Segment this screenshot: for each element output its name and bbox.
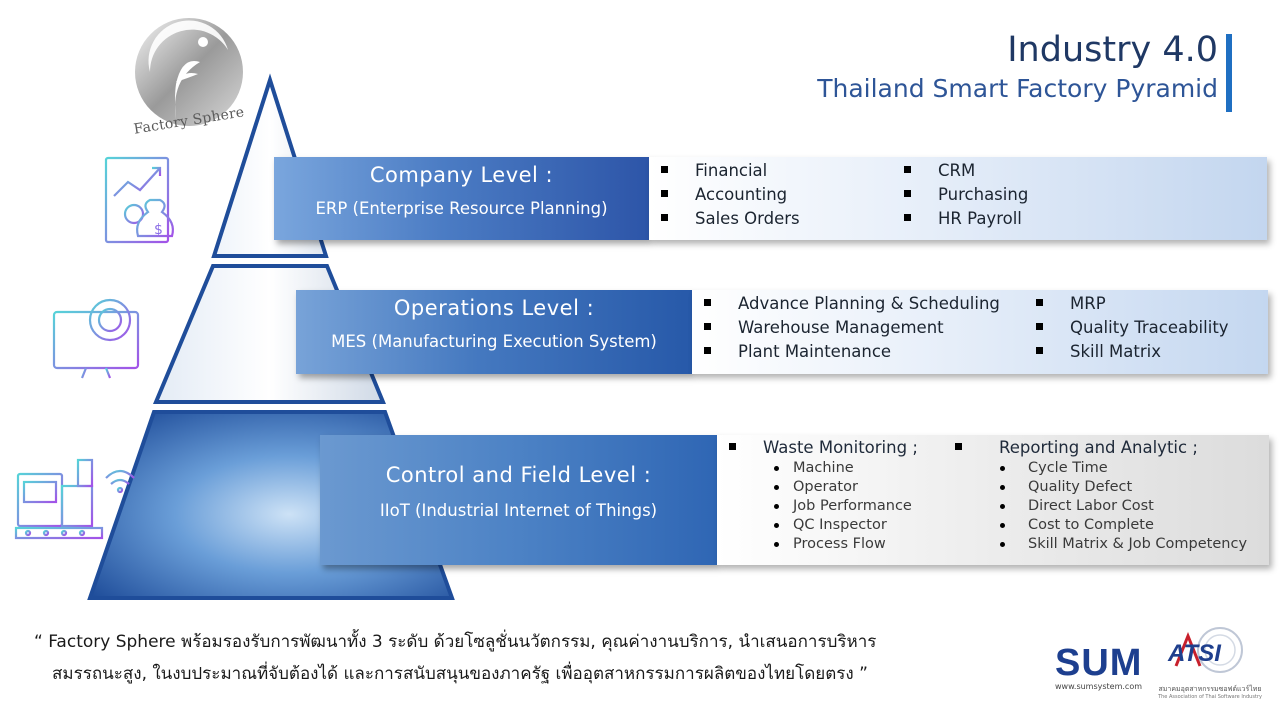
operations-level-box: Operations Level : MES (Manufacturing Ex… bbox=[296, 290, 692, 374]
list-item: Financial bbox=[649, 159, 800, 183]
list-item: Machine bbox=[717, 459, 918, 478]
list-item: Skill Matrix & Job Competency bbox=[943, 535, 1247, 554]
group-heading: Waste Monitoring ; bbox=[717, 437, 918, 459]
company-level-box: Company Level : ERP (Enterprise Resource… bbox=[274, 157, 649, 240]
list-item: Quality Traceability bbox=[1024, 316, 1229, 340]
group-heading: Reporting and Analytic ; bbox=[943, 437, 1247, 459]
title-accent-bar bbox=[1226, 34, 1232, 112]
page-subtitle: Thailand Smart Factory Pyramid bbox=[817, 74, 1218, 103]
factory-sphere-logo-mark bbox=[135, 18, 243, 126]
company-items-left: Financial Accounting Sales Orders bbox=[649, 159, 800, 231]
finance-chart-money-icon: $ bbox=[104, 156, 174, 244]
level-system: ERP (Enterprise Resource Planning) bbox=[274, 199, 649, 218]
sum-logo: SUM www.sumsystem.com bbox=[1055, 644, 1142, 691]
list-item: Skill Matrix bbox=[1024, 340, 1229, 364]
list-item: HR Payroll bbox=[892, 207, 1028, 231]
list-item: Cycle Time bbox=[943, 459, 1247, 478]
factory-machine-wifi-icon bbox=[14, 458, 135, 540]
list-item: Accounting bbox=[649, 183, 800, 207]
atsi-logo-mark bbox=[1174, 627, 1243, 673]
list-item: Sales Orders bbox=[649, 207, 800, 231]
quote-line-2: สมรรถนะสูง, ในงบประมาณที่จับต้องได้ และก… bbox=[52, 664, 868, 684]
company-level-panel: Financial Accounting Sales Orders CRM Pu… bbox=[649, 157, 1267, 240]
monitor-gear-icon bbox=[52, 298, 140, 380]
svg-text:$: $ bbox=[154, 222, 163, 238]
control-field-level-box: Control and Field Level : IIoT (Industri… bbox=[320, 435, 717, 565]
waste-monitoring-group: Waste Monitoring ; Machine Operator Job … bbox=[717, 437, 918, 554]
list-item: Purchasing bbox=[892, 183, 1028, 207]
list-item: Process Flow bbox=[717, 535, 918, 554]
footer-quote: “ Factory Sphere พร้อมรองรับการพัฒนาทั้ง… bbox=[34, 626, 994, 690]
list-item: Plant Maintenance bbox=[692, 340, 1000, 364]
reporting-analytic-items: Cycle Time Quality Defect Direct Labor C… bbox=[943, 459, 1247, 554]
list-item: Advance Planning & Scheduling bbox=[692, 292, 1000, 316]
control-field-level-panel: Waste Monitoring ; Machine Operator Job … bbox=[717, 435, 1269, 565]
sum-logo-text: SUM bbox=[1055, 642, 1143, 684]
list-item: Direct Labor Cost bbox=[943, 497, 1247, 516]
list-item: Warehouse Management bbox=[692, 316, 1000, 340]
list-item: QC Inspector bbox=[717, 516, 918, 535]
operations-items-left: Advance Planning & Scheduling Warehouse … bbox=[692, 292, 1000, 364]
atsi-logo-text: ATSI bbox=[1168, 640, 1221, 667]
level-system: MES (Manufacturing Execution System) bbox=[296, 332, 692, 351]
level-system-abbr: MES bbox=[331, 332, 367, 351]
list-item: Operator bbox=[717, 478, 918, 497]
list-item: Cost to Complete bbox=[943, 516, 1247, 535]
level-system-full: (Manufacturing Execution System) bbox=[371, 332, 657, 351]
level-system-full: (Enterprise Resource Planning) bbox=[352, 199, 608, 218]
level-system: IIoT (Industrial Internet of Things) bbox=[320, 501, 717, 520]
atsi-english-name: The Association of Thai Software Industr… bbox=[1158, 694, 1262, 700]
operations-level-panel: Advance Planning & Scheduling Warehouse … bbox=[692, 290, 1268, 374]
level-title: Operations Level : bbox=[393, 296, 595, 320]
level-title: Control and Field Level : bbox=[385, 463, 652, 487]
operations-items-right: MRP Quality Traceability Skill Matrix bbox=[1024, 292, 1229, 364]
quote-line-1: “ Factory Sphere พร้อมรองรับการพัฒนาทั้ง… bbox=[34, 632, 877, 652]
list-item: CRM bbox=[892, 159, 1028, 183]
page-header: Industry 4.0 Thailand Smart Factory Pyra… bbox=[817, 30, 1218, 106]
atsi-thai-name: สมาคมอุตสาหกรรมซอฟต์แวร์ไทย bbox=[1158, 685, 1262, 693]
page-title: Industry 4.0 bbox=[1007, 30, 1218, 70]
list-item: MRP bbox=[1024, 292, 1229, 316]
level-system-full: (Industrial Internet of Things) bbox=[415, 501, 658, 520]
company-items-right: CRM Purchasing HR Payroll bbox=[892, 159, 1028, 231]
level-system-abbr: IIoT bbox=[379, 501, 410, 520]
level-system-abbr: ERP bbox=[315, 199, 348, 218]
level-title: Company Level : bbox=[369, 163, 554, 187]
sum-logo-url: www.sumsystem.com bbox=[1055, 682, 1143, 691]
list-item: Job Performance bbox=[717, 497, 918, 516]
list-item: Quality Defect bbox=[943, 478, 1247, 497]
reporting-analytic-group: Reporting and Analytic ; Cycle Time Qual… bbox=[943, 437, 1247, 554]
waste-monitoring-items: Machine Operator Job Performance QC Insp… bbox=[717, 459, 918, 554]
